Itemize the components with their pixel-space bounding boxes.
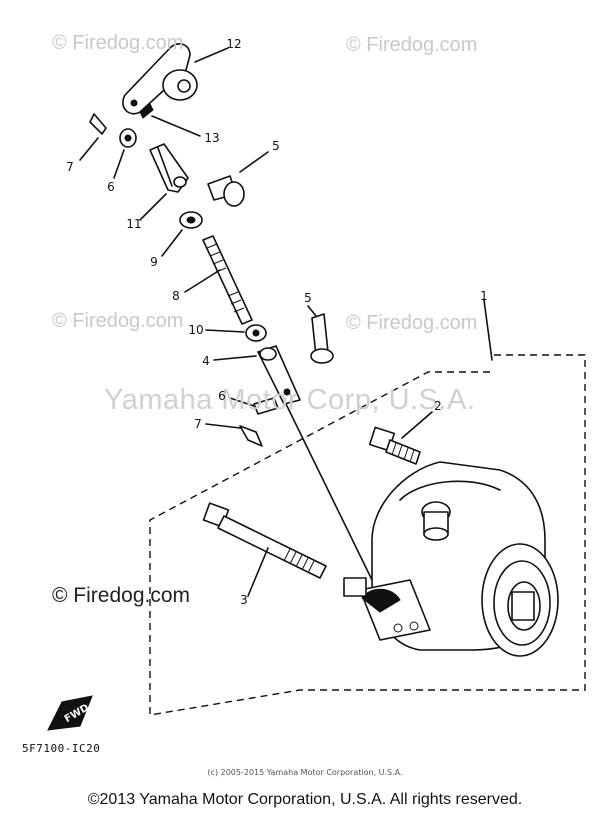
watermark-left-dark: © Firedog.com [52, 584, 191, 607]
callout-9: 9 [150, 255, 158, 269]
watermark-center: Yamaha Motor Corp, U.S.A. [104, 384, 476, 416]
callout-5-top: 5 [272, 139, 280, 153]
part-9-nut [161, 211, 203, 257]
callout-3: 3 [240, 593, 248, 607]
leader-1 [483, 299, 493, 361]
fwd-arrow-badge: FWD [47, 695, 93, 731]
watermark-mid-right: © Firedog.com [346, 312, 478, 334]
callout-7-lower: 7 [194, 417, 202, 431]
callout-5-mid: 5 [304, 291, 312, 305]
watermark-mid-left: © Firedog.com [52, 310, 184, 332]
watermark-top-left: © Firedog.com [52, 32, 184, 54]
callout-11: 11 [126, 217, 142, 231]
part-8-threaded-rod [184, 235, 253, 325]
callout-6-top: 6 [107, 180, 115, 194]
part-4-link [213, 345, 373, 581]
callout-2: 2 [434, 399, 442, 413]
diagram-code: 5F7100-IC20 [22, 742, 101, 755]
part-13-spring [139, 103, 201, 137]
part-5-pin-top [207, 151, 269, 207]
part-2-bolt [368, 411, 433, 465]
footer-copyright: ©2013 Yamaha Motor Corporation, U.S.A. A… [87, 791, 523, 808]
watermark-top-right: © Firedog.com [346, 34, 478, 56]
small-copyright: (c) 2005-2015 Yamaha Motor Corporation, … [207, 768, 403, 777]
part-12-arm [122, 43, 229, 115]
callout-10: 10 [188, 323, 204, 337]
oil-pump-assembly [343, 461, 559, 657]
callout-8: 8 [172, 289, 180, 303]
callout-1: 1 [480, 289, 488, 303]
part-7-cotter-pin-top [79, 113, 107, 161]
part-6-washer-top [113, 128, 137, 179]
assembly-boundary [149, 354, 586, 716]
part-6-washer-lower [229, 397, 279, 415]
callout-6-lower: 6 [218, 389, 226, 403]
part-10-nut [205, 324, 267, 342]
part-11-clevis [139, 143, 189, 221]
part-5-pin-mid [307, 305, 334, 364]
part-7-cotter-pin-lower [205, 423, 263, 447]
callout-4: 4 [202, 354, 210, 368]
callout-13: 13 [204, 131, 220, 145]
part-3-long-bolt [202, 502, 327, 597]
callout-7-top: 7 [66, 160, 74, 174]
callout-12: 12 [226, 37, 242, 51]
